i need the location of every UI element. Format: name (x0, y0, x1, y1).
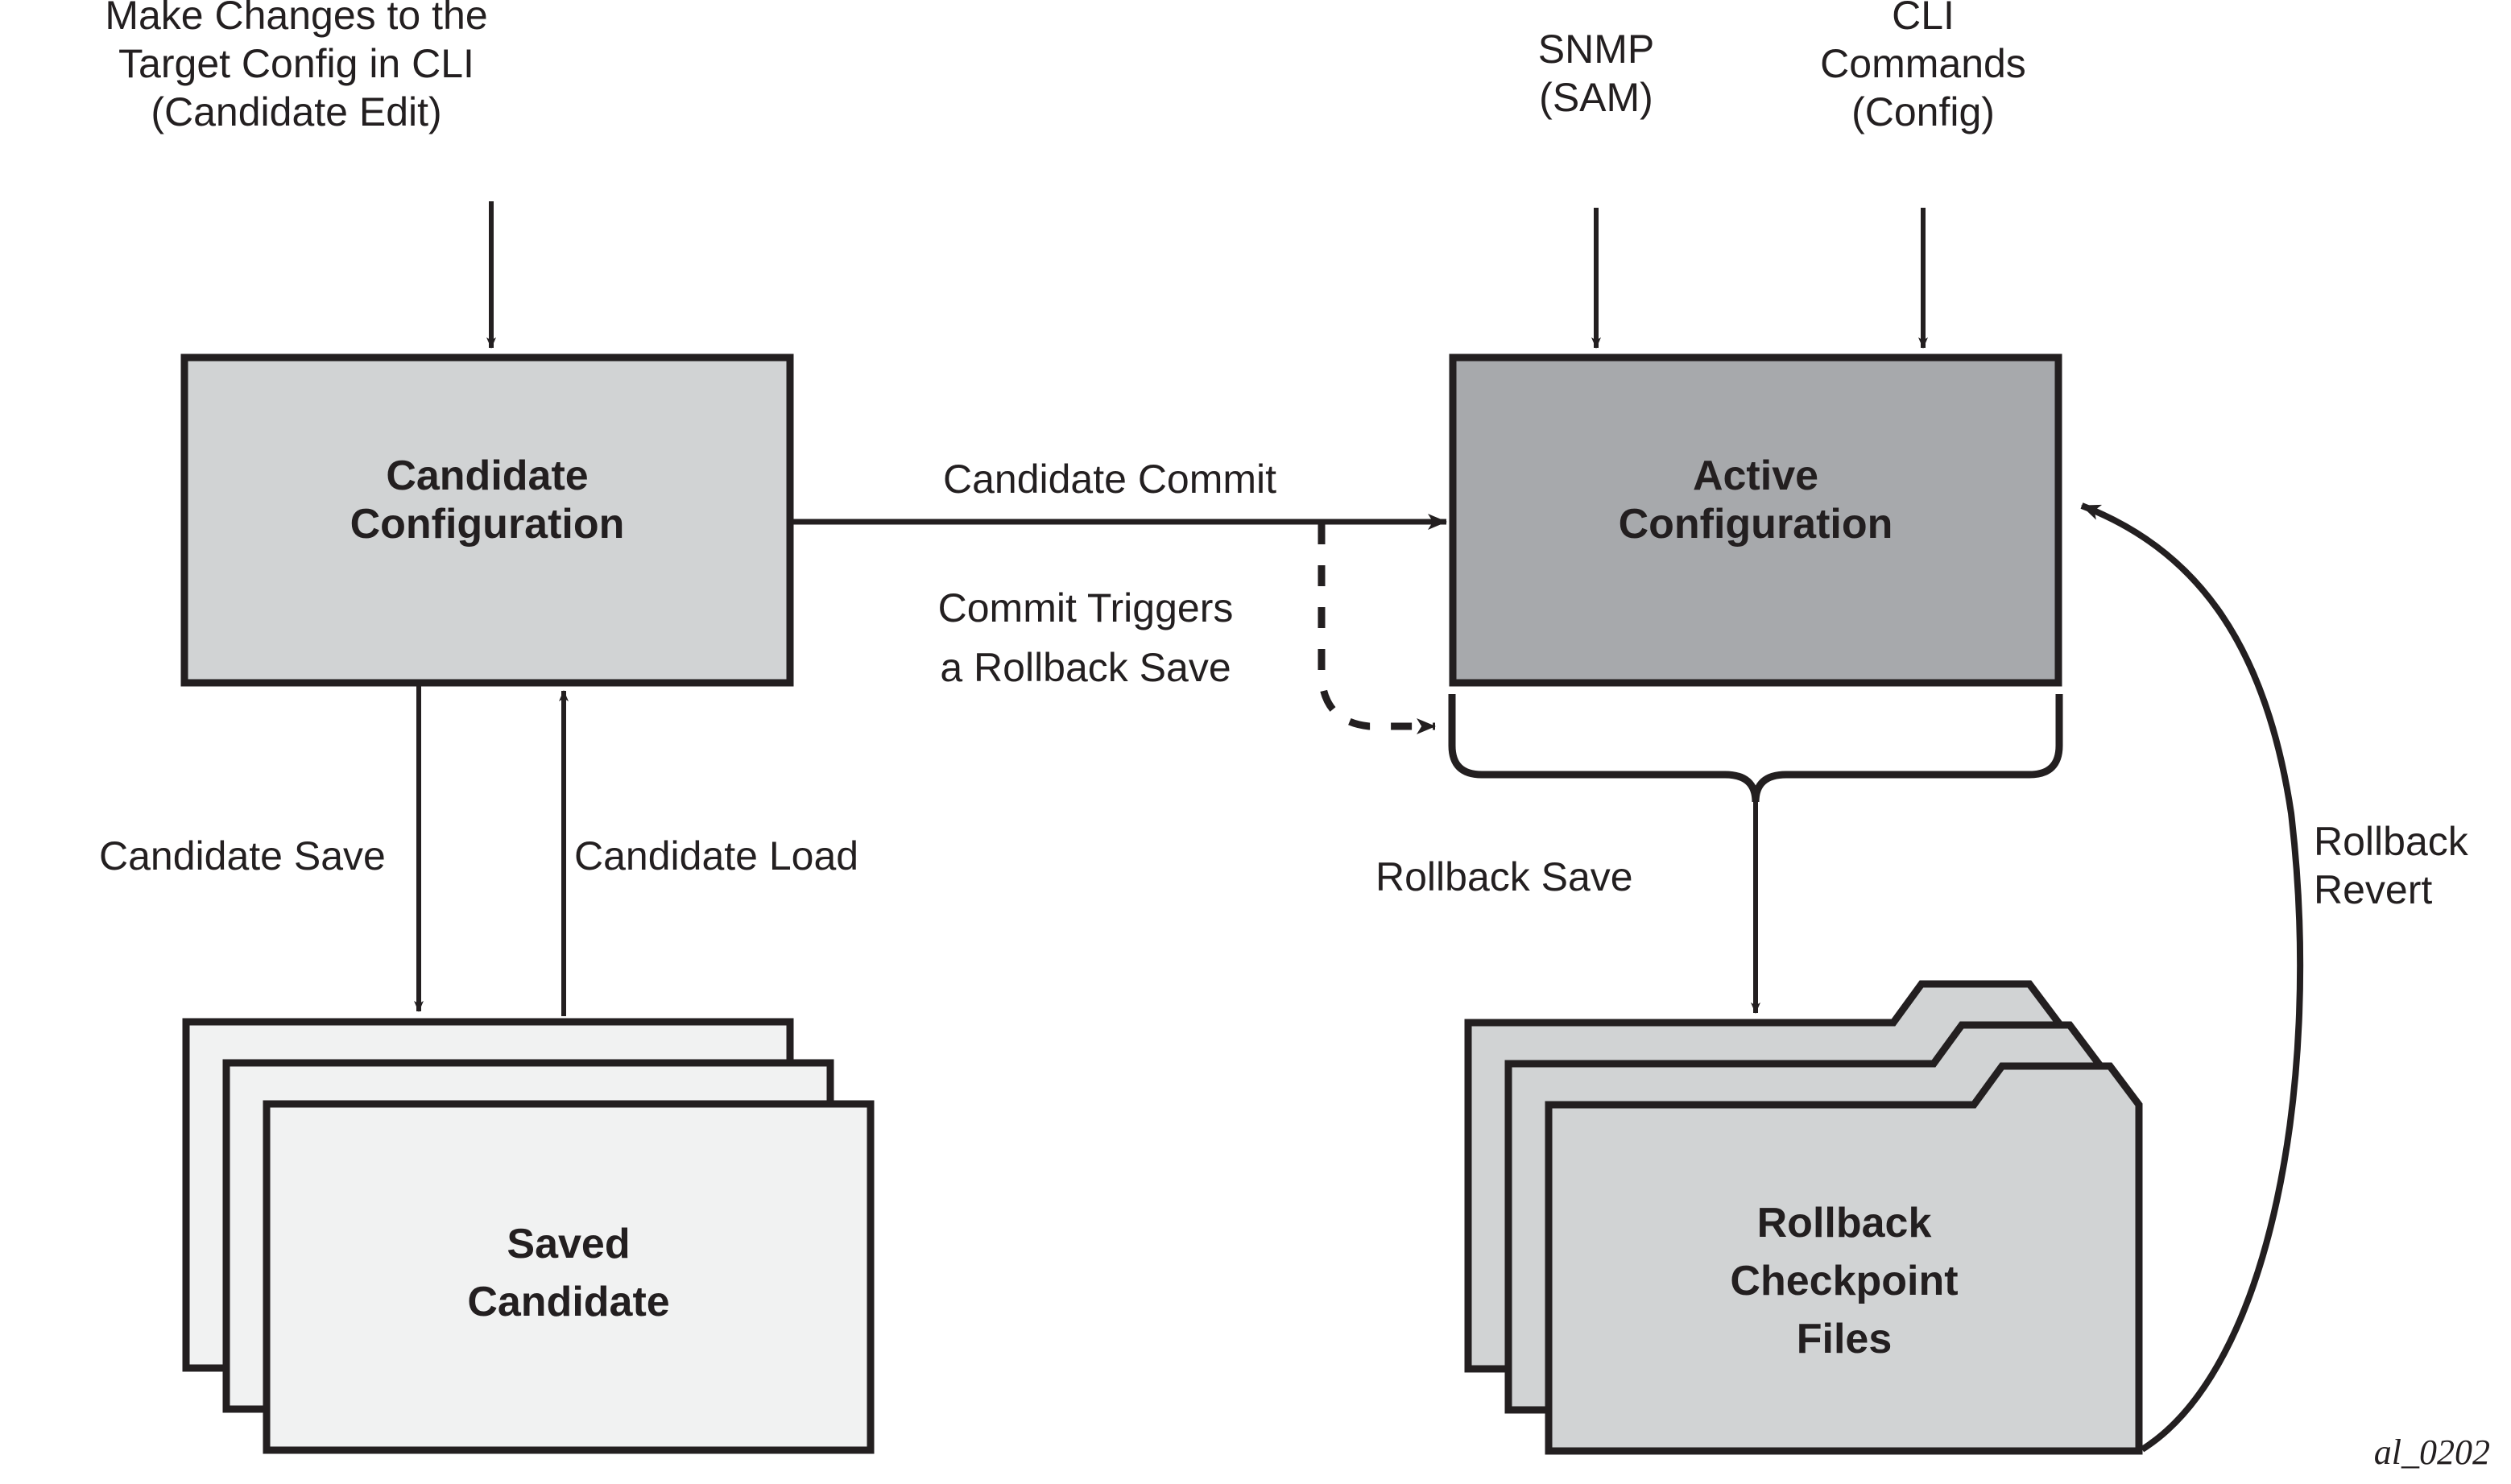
candidate-commit-label: Candidate Commit (943, 457, 1276, 502)
saved-candidate-node[interactable]: Saved Candidate (182, 1018, 875, 1454)
saved-candidate-sheet-front (263, 1100, 875, 1454)
rollback-revert-arrow (2080, 502, 2304, 1453)
candidate-configuration-label-1: Candidate (386, 453, 588, 499)
rollback-folder-front (1545, 1062, 2143, 1455)
candidate-configuration-node[interactable]: Candidate Configuration (180, 353, 794, 687)
active-configuration-node[interactable]: Active Configuration (1449, 353, 2062, 687)
active-configuration-label-1: Active (1693, 453, 1818, 499)
rollback-save-flow: Rollback Save (1375, 800, 1760, 1014)
candidate-configuration-box (180, 353, 794, 687)
snmp-line-1: SNMP (1538, 27, 1654, 72)
candidate-commit-flow: Candidate Commit (793, 457, 1447, 530)
candidate-save-label: Candidate Save (99, 833, 386, 878)
commit-triggers-dashed-arrow (1318, 523, 1436, 734)
cli-commands-line-3: (Config) (1851, 89, 1995, 134)
snmp-input-label: SNMP (SAM) (1538, 27, 1654, 120)
rollback-checkpoint-files-node[interactable]: Rollback Checkpoint Files (1464, 980, 2143, 1455)
candidate-load-flow: Candidate Load (559, 690, 858, 1016)
candidate-edit-line-2: Target Config in CLI (118, 41, 474, 86)
active-configuration-box (1449, 353, 2062, 687)
commit-triggers-label-2: a Rollback Save (940, 645, 1231, 690)
cli-commands-input-label: CLI Commands (Config) (1820, 0, 2026, 134)
candidate-edit-line-1: Make Changes to the (105, 0, 487, 38)
rollback-save-label: Rollback Save (1375, 854, 1633, 899)
saved-candidate-label-1: Saved (507, 1221, 630, 1267)
candidate-configuration-label-2: Configuration (350, 501, 625, 548)
candidate-edit-line-3: (Candidate Edit) (151, 89, 441, 134)
figure-caption: al_0202 (2374, 1432, 2490, 1472)
candidate-save-flow: Candidate Save (99, 686, 424, 1012)
active-configuration-brace (1448, 694, 2063, 803)
rollback-revert-label-1: Rollback (2314, 819, 2469, 864)
active-configuration-label-2: Configuration (1619, 501, 1893, 548)
rollback-checkpoint-label-2: Checkpoint (1730, 1258, 1958, 1304)
candidate-edit-input-label: Make Changes to the Target Config in CLI… (105, 0, 487, 134)
rollback-checkpoint-label-1: Rollback (1757, 1200, 1932, 1246)
cli-commands-line-2: Commands (1820, 41, 2026, 86)
cli-commands-line-1: CLI (1892, 0, 1955, 38)
commit-triggers-label-1: Commit Triggers (938, 585, 1234, 630)
commit-triggers-rollback-save-flow: Commit Triggers a Rollback Save (938, 523, 1436, 734)
rollback-revert-flow: Rollback Revert (2080, 502, 2469, 1453)
candidate-load-label: Candidate Load (574, 833, 858, 878)
rollback-checkpoint-label-3: Files (1797, 1316, 1893, 1362)
snmp-line-2: (SAM) (1539, 75, 1653, 120)
saved-candidate-label-2: Candidate (467, 1279, 669, 1325)
rollback-revert-label-2: Revert (2314, 867, 2432, 912)
